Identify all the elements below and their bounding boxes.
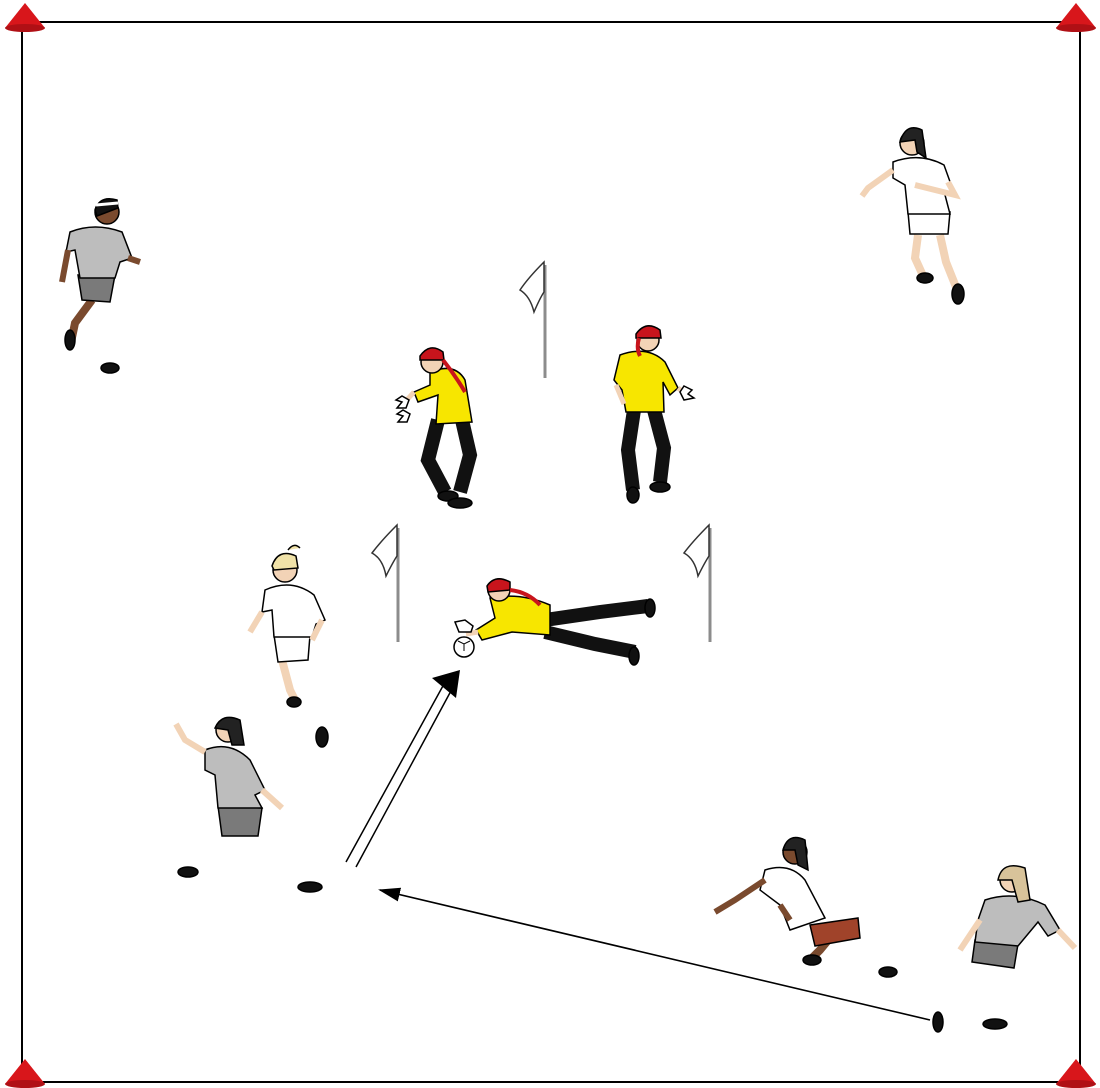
cone-icon <box>5 3 45 32</box>
player-icon <box>176 717 322 892</box>
player-icon <box>62 199 140 373</box>
goalkeeper-icon <box>396 348 472 508</box>
corner-flag-icon <box>520 262 545 378</box>
player-icon <box>715 838 897 977</box>
ball-icon <box>454 637 474 657</box>
cone-icon <box>1056 1059 1096 1088</box>
player-icon <box>250 545 328 747</box>
cone-icon <box>1056 3 1096 32</box>
corner-flag-icon <box>684 525 710 642</box>
cone-icon <box>5 1059 45 1088</box>
shot-arrow <box>346 670 460 867</box>
player-icon <box>862 128 964 304</box>
pass-arrow <box>380 890 930 1020</box>
corner-flag-icon <box>372 525 398 642</box>
player-icon <box>933 866 1075 1032</box>
goalkeeper-icon <box>455 579 655 665</box>
goalkeeper-icon <box>614 326 694 503</box>
